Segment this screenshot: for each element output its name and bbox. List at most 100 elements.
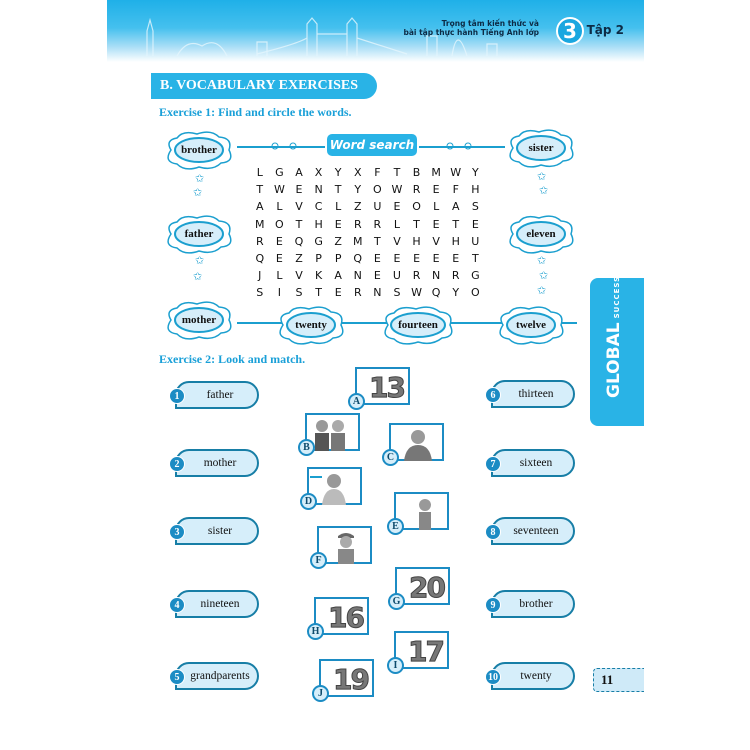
- grid-letter[interactable]: B: [412, 166, 421, 179]
- grid-letter[interactable]: E: [393, 200, 401, 214]
- grid-letter[interactable]: M: [255, 217, 265, 231]
- match-item-10[interactable]: 10 twenty: [485, 662, 575, 690]
- grid-letter[interactable]: V: [295, 200, 303, 214]
- picture-h[interactable]: 16 H: [307, 597, 369, 640]
- picture-e[interactable]: E: [387, 492, 449, 535]
- grid-letter[interactable]: O: [470, 286, 480, 300]
- grid-letter[interactable]: Q: [353, 251, 363, 265]
- grid-letter[interactable]: E: [432, 217, 440, 231]
- grid-letter[interactable]: Y: [471, 166, 479, 179]
- grid-letter[interactable]: E: [275, 234, 283, 248]
- grid-letter[interactable]: T: [393, 166, 401, 179]
- grid-letter[interactable]: E: [452, 251, 460, 265]
- grid-letter[interactable]: W: [411, 286, 422, 300]
- grid-letter[interactable]: H: [451, 234, 460, 248]
- grid-letter[interactable]: Z: [334, 234, 342, 248]
- grid-letter[interactable]: L: [393, 217, 401, 231]
- grid-letter[interactable]: T: [256, 183, 264, 197]
- grid-letter[interactable]: L: [256, 166, 263, 179]
- picture-d[interactable]: D: [300, 467, 362, 510]
- grid-letter[interactable]: P: [334, 251, 342, 265]
- grid-letter[interactable]: E: [275, 251, 283, 265]
- grid-letter[interactable]: L: [276, 269, 283, 283]
- grid-letter[interactable]: L: [276, 200, 283, 214]
- grid-letter[interactable]: G: [471, 269, 480, 283]
- match-item-8[interactable]: 8 seventeen: [485, 517, 575, 545]
- grid-letter[interactable]: E: [334, 217, 342, 231]
- grid-letter[interactable]: T: [334, 183, 342, 197]
- grid-letter[interactable]: R: [353, 286, 362, 300]
- match-item-6[interactable]: 6 thirteen: [485, 380, 575, 408]
- grid-letter[interactable]: Z: [295, 251, 303, 265]
- grid-letter[interactable]: Q: [431, 286, 441, 300]
- grid-letter[interactable]: L: [335, 200, 342, 214]
- grid-letter[interactable]: V: [393, 234, 401, 248]
- grid-letter[interactable]: J: [258, 269, 262, 283]
- grid-letter[interactable]: E: [393, 251, 401, 265]
- grid-letter[interactable]: S: [256, 286, 264, 300]
- grid-letter[interactable]: E: [373, 251, 381, 265]
- grid-letter[interactable]: O: [373, 183, 382, 197]
- grid-letter[interactable]: P: [315, 251, 322, 265]
- grid-letter[interactable]: F: [374, 166, 381, 179]
- match-item-5[interactable]: 5 grandparents: [169, 662, 259, 690]
- grid-letter[interactable]: A: [295, 166, 303, 179]
- grid-letter[interactable]: H: [412, 234, 421, 248]
- picture-a[interactable]: 13 A: [348, 367, 410, 410]
- grid-letter[interactable]: R: [451, 269, 460, 283]
- grid-letter[interactable]: Y: [354, 183, 362, 197]
- grid-letter[interactable]: E: [413, 251, 421, 265]
- match-item-2[interactable]: 2 mother: [169, 449, 259, 477]
- grid-letter[interactable]: U: [392, 269, 401, 283]
- grid-letter[interactable]: L: [433, 200, 440, 214]
- grid-letter[interactable]: R: [412, 269, 421, 283]
- grid-letter[interactable]: U: [373, 200, 382, 214]
- grid-letter[interactable]: E: [471, 217, 479, 231]
- grid-letter[interactable]: A: [334, 269, 342, 283]
- grid-letter[interactable]: M: [431, 166, 441, 179]
- match-item-4[interactable]: 4 nineteen: [169, 590, 259, 618]
- match-item-1[interactable]: 1 father: [169, 381, 259, 409]
- grid-letter[interactable]: R: [255, 234, 264, 248]
- grid-letter[interactable]: W: [450, 166, 462, 179]
- grid-letter[interactable]: T: [295, 217, 303, 231]
- grid-letter[interactable]: F: [452, 183, 459, 197]
- grid-letter[interactable]: V: [432, 234, 440, 248]
- grid-letter[interactable]: T: [373, 234, 381, 248]
- picture-j[interactable]: 19 J: [312, 659, 374, 702]
- grid-letter[interactable]: H: [314, 217, 323, 231]
- grid-letter[interactable]: N: [432, 269, 441, 283]
- picture-g[interactable]: 20 G: [388, 567, 450, 610]
- grid-letter[interactable]: R: [373, 217, 382, 231]
- grid-letter[interactable]: Y: [452, 286, 460, 300]
- grid-letter[interactable]: M: [353, 234, 363, 248]
- grid-letter[interactable]: R: [353, 217, 362, 231]
- grid-letter[interactable]: O: [412, 200, 421, 214]
- grid-letter[interactable]: W: [391, 183, 403, 197]
- picture-b[interactable]: B: [298, 413, 360, 456]
- grid-letter[interactable]: S: [295, 286, 303, 300]
- match-item-7[interactable]: 7 sixteen: [485, 449, 575, 477]
- grid-letter[interactable]: N: [314, 183, 323, 197]
- grid-letter[interactable]: N: [353, 269, 362, 283]
- grid-letter[interactable]: W: [273, 183, 285, 197]
- grid-letter[interactable]: X: [353, 166, 362, 179]
- grid-letter[interactable]: A: [451, 200, 460, 214]
- grid-letter[interactable]: E: [432, 251, 440, 265]
- grid-letter[interactable]: Q: [294, 234, 304, 248]
- grid-letter[interactable]: Q: [255, 251, 265, 265]
- grid-letter[interactable]: T: [452, 217, 460, 231]
- grid-letter[interactable]: E: [432, 183, 440, 197]
- picture-c[interactable]: C: [382, 423, 444, 466]
- grid-letter[interactable]: Y: [334, 166, 342, 179]
- grid-letter[interactable]: T: [413, 217, 420, 231]
- grid-letter[interactable]: S: [471, 200, 479, 214]
- grid-letter[interactable]: T: [315, 286, 322, 300]
- picture-i[interactable]: 17 I: [387, 631, 449, 674]
- grid-letter[interactable]: X: [314, 166, 323, 179]
- grid-letter[interactable]: H: [471, 183, 480, 197]
- grid-letter[interactable]: N: [373, 286, 382, 300]
- grid-letter[interactable]: I: [277, 286, 282, 300]
- grid-letter[interactable]: T: [471, 251, 479, 265]
